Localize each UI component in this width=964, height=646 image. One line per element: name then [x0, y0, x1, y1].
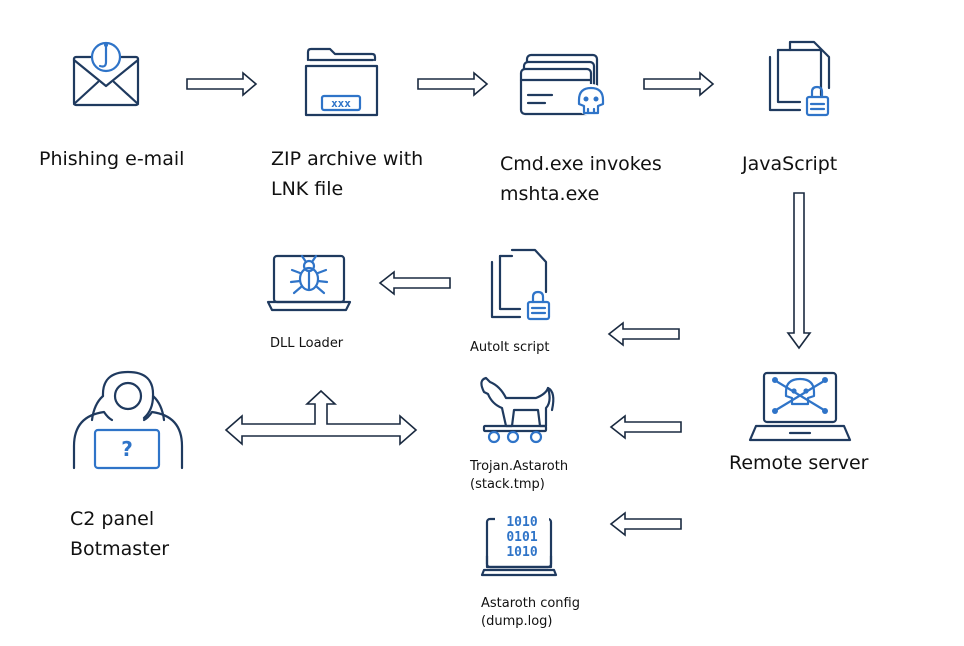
- cmd-label-line1: Cmd.exe invokes: [500, 153, 662, 175]
- trojan-horse-icon: [480, 376, 555, 444]
- svg-text:?: ?: [121, 437, 133, 461]
- arrow-bidirectional-up: [224, 389, 418, 446]
- phishing-email-label: Phishing e-mail: [39, 148, 185, 170]
- trojan-label-line1: Trojan.Astaroth: [470, 459, 569, 474]
- zip-folder-icon: xxx: [304, 47, 379, 117]
- cmd-label-line2: mshta.exe: [500, 183, 600, 205]
- zip-archive-label-line1: ZIP archive with: [271, 148, 424, 170]
- svg-text:xxx: xxx: [331, 97, 351, 110]
- arrow-left: [609, 414, 682, 440]
- config-label-line1: Astaroth config: [481, 596, 580, 611]
- binary-line: 1010: [506, 515, 537, 530]
- arrow-right: [643, 71, 715, 97]
- javascript-label: JavaScript: [742, 153, 838, 175]
- c2-label-line2: Botmaster: [70, 538, 170, 560]
- c2-label-line1: C2 panel: [70, 508, 155, 530]
- skull-laptop-icon: [748, 371, 852, 442]
- malicious-cards-icon: [519, 53, 607, 116]
- config-label-line2: (dump.log): [481, 614, 553, 629]
- arrow-right: [417, 71, 489, 97]
- binary-laptop-icon: 1010 0101 1010: [480, 512, 558, 577]
- autoit-script-label: AutoIt script: [470, 340, 550, 355]
- dll-loader-label: DLL Loader: [270, 336, 344, 351]
- arrow-left: [607, 321, 680, 347]
- remote-server-label: Remote server: [729, 452, 869, 474]
- phishing-email-icon: [72, 41, 140, 107]
- binary-line: 0101: [506, 530, 537, 545]
- locked-document-icon: [490, 248, 551, 321]
- arrow-down: [786, 192, 812, 350]
- arrow-right: [186, 71, 258, 97]
- arrow-left: [378, 270, 451, 296]
- zip-archive-label-line2: LNK file: [271, 178, 344, 200]
- trojan-label-line2: (stack.tmp): [470, 477, 545, 492]
- binary-line: 1010: [506, 545, 537, 560]
- bug-laptop-icon: [266, 254, 352, 312]
- hacker-laptop-icon: ?: [72, 370, 184, 470]
- arrow-left: [609, 511, 682, 537]
- locked-document-icon: [768, 40, 831, 117]
